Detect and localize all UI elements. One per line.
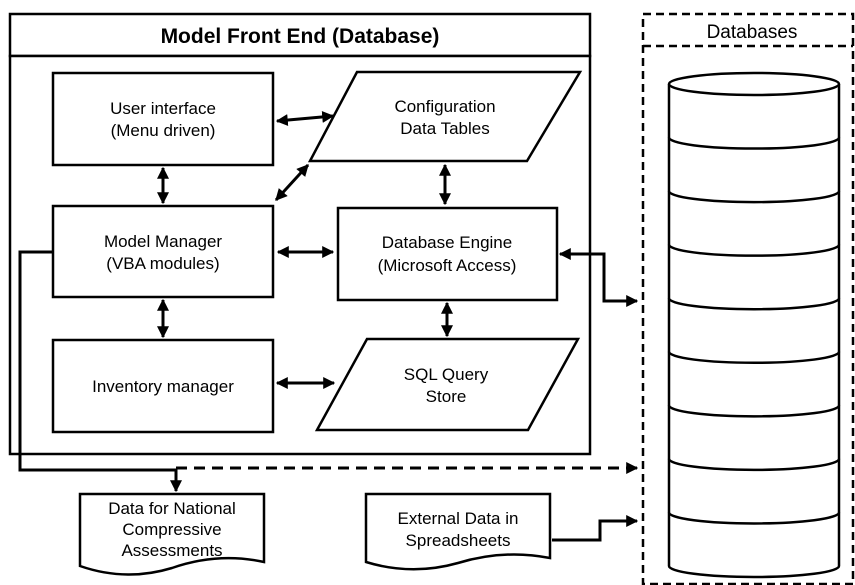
engine-databases-arrow: [558, 248, 639, 307]
database-engine-sublabel: (Microsoft Access): [378, 256, 517, 275]
external-data-document[interactable]: External Data in Spreadsheets: [364, 492, 552, 571]
cylinder-segment-line: [667, 404, 841, 418]
databases-title: Databases: [707, 22, 798, 43]
configuration-data-tables[interactable]: Configuration Data Tables: [307, 70, 583, 163]
manager-national-arrow: [18, 250, 182, 493]
cylinder-segment-line: [667, 244, 841, 257]
inventory-manager-label: Inventory manager: [92, 377, 234, 396]
national-data-line3: Assessments: [121, 541, 222, 560]
database-engine-label: Database Engine: [382, 233, 512, 252]
national-data-line1: Data for National: [108, 499, 236, 518]
cylinder-segment-line: [667, 351, 841, 365]
external-data-line2: Spreadsheets: [406, 531, 511, 550]
front-end-title: Model Front End (Database): [161, 25, 440, 48]
sql-query-sublabel: Store: [426, 387, 467, 406]
external-databases-arrow: [552, 515, 639, 542]
model-manager-label: Model Manager: [104, 232, 222, 251]
external-data-line1: External Data in: [398, 509, 519, 528]
sql-query-label: SQL Query: [404, 365, 489, 384]
model-manager-box[interactable]: Model Manager (VBA modules): [51, 204, 275, 299]
configuration-label: Configuration: [394, 97, 495, 116]
configuration-sublabel: Data Tables: [400, 119, 489, 138]
user-interface-box[interactable]: User interface (Menu driven): [51, 71, 275, 167]
cylinder-body: [667, 84, 841, 579]
databases-container: Databases: [641, 12, 855, 585]
user-interface-sublabel: (Menu driven): [111, 121, 216, 140]
sql-query-store[interactable]: SQL Query Store: [314, 337, 581, 432]
inventory-manager-box[interactable]: Inventory manager: [51, 338, 275, 434]
national-assessments-document[interactable]: Data for National Compressive Assessment…: [78, 492, 266, 576]
national-data-line2: Compressive: [122, 520, 221, 539]
cylinder-segment-line: [667, 458, 841, 472]
database-cylinder: [667, 71, 841, 579]
cylinder-segment-line: [667, 137, 841, 150]
manager-config-arrow: [274, 163, 310, 202]
ui-config-arrow: [275, 110, 335, 127]
cylinder-segment-line: [667, 297, 841, 311]
model-manager-sublabel: (VBA modules): [106, 254, 219, 273]
cylinder-top: [667, 71, 841, 97]
connectors: [18, 110, 639, 542]
database-engine-box[interactable]: Database Engine (Microsoft Access): [336, 206, 559, 302]
cylinder-segment-line: [667, 190, 841, 204]
cylinder-segment-line: [667, 512, 841, 525]
user-interface-label: User interface: [110, 99, 216, 118]
